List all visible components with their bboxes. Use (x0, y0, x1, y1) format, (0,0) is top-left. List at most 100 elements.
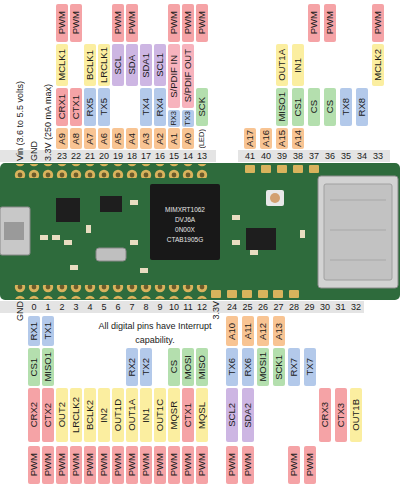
pin-number-box: 41 (240, 151, 260, 162)
pin-number-box: 38 (288, 151, 308, 162)
pin-function-box: BCLK2 (84, 388, 96, 442)
passive-components (40, 200, 305, 273)
pin-function-text: MOSI (182, 355, 194, 379)
pin-function-box: A6 (98, 128, 110, 149)
pin-function-box: MQSR (168, 388, 180, 442)
pin-function-box: S/PDIF OUT (182, 44, 194, 108)
pin-function-text: IN1 (140, 408, 152, 423)
pin-function-text: PWM (112, 11, 124, 34)
chip-marking-box: CTAB1905G (152, 233, 218, 245)
pin-function-text: OUT1B (350, 399, 362, 431)
pin-function-text: A15 (276, 130, 288, 147)
pin-function-box: SCK (196, 88, 208, 126)
pin-function-text: PWM (28, 453, 40, 476)
rotated-label-box: (LED) (196, 127, 208, 150)
pin-number-box: 36 (320, 151, 340, 162)
pin-number: 18 (127, 151, 137, 162)
pin-function-box: PWM (126, 446, 138, 484)
pin-function-text: SDA2 (242, 403, 254, 428)
small-chip (56, 198, 80, 222)
pin-function-box: PWM (70, 446, 82, 484)
pin-function-text: PWM (84, 453, 96, 476)
pin-function-text: A4 (126, 133, 138, 145)
pin-function-box: A9 (56, 128, 68, 149)
pin-function-box: CS (324, 88, 336, 126)
pin-function-box: PWM (304, 446, 316, 484)
pin-function-box: TX2 (140, 348, 152, 386)
pin-function-text: PWM (226, 453, 238, 476)
pin-function-text: CRX1 (56, 94, 68, 119)
pin-number: 33 (373, 151, 383, 162)
pin-function-text: CS (308, 100, 320, 113)
pin-function-text: A11 (242, 323, 254, 339)
pin-number: 25 (242, 302, 252, 313)
pin-function-text: RX3 (168, 111, 180, 126)
pin-function-text: PWM (182, 453, 194, 476)
pin-function-text: IN2 (98, 408, 110, 423)
pin-function-box: CTX2 (42, 388, 54, 442)
pin-number-box: 18 (122, 151, 142, 162)
pin-function-text: PWM (154, 453, 166, 476)
pin-function-text: PWM (126, 11, 138, 34)
pin-number-box: 3 (66, 301, 86, 313)
pin-number: 28 (289, 302, 299, 313)
pin-number-strip (238, 150, 390, 162)
pin-number: 21 (85, 151, 95, 162)
pin-function-text: A9 (56, 133, 68, 145)
pin-function-box: A2 (154, 128, 166, 149)
pin-function-box: TX8 (340, 88, 352, 126)
pin-function-text: IN1 (292, 58, 304, 73)
pin-function-box: MCLK1 (56, 44, 68, 86)
pin-number: 4 (87, 302, 92, 313)
pin-function-box: RX7 (288, 348, 300, 386)
pin-number-box: 16 (150, 151, 170, 162)
pin-function-text: MISO1 (42, 352, 54, 382)
pin-number: 2 (59, 302, 64, 313)
pin-number: 30 (320, 302, 330, 313)
pin-function-box: CS (168, 348, 180, 386)
pin-function-text: PWM (372, 11, 384, 34)
pin-function-box: RX3 (168, 110, 180, 127)
pin-function-box: MCLK2 (372, 44, 384, 86)
pin-number-box: 5 (94, 301, 114, 313)
pin-number-box: 22 (66, 151, 86, 162)
rotated-label: (LED) (196, 129, 208, 149)
pin-function-box: LRCLK1 (98, 44, 110, 86)
rotated-label: 3.3V (210, 301, 222, 320)
pin-function-text: PWM (182, 11, 194, 34)
pin-number-box: 25 (238, 301, 258, 313)
pin-number: 0 (31, 302, 36, 313)
pin-number-box: 32 (346, 301, 366, 313)
pin-function-text: RX1 (28, 322, 40, 340)
pin-function-text: TX8 (340, 98, 352, 115)
pin-function-box: PWM (196, 4, 208, 42)
pin-function-text: MISO (196, 355, 208, 379)
pin-number-box: 30 (315, 301, 335, 313)
pin-number: 38 (293, 151, 303, 162)
rotated-label: Vin (3.6 to 5.5 volts) (14, 81, 26, 161)
pin-function-box: PWM (182, 4, 194, 42)
pin-function-box: PWM (112, 4, 124, 42)
pin-function-box: MOSI1 (257, 348, 269, 386)
pin-function-box: A15 (276, 128, 288, 149)
pin-function-text: CS1 (292, 98, 304, 116)
pin-function-text: MQSL (196, 402, 208, 429)
rotated-label-box: GND (14, 301, 26, 334)
pin-number-box: 35 (336, 151, 356, 162)
pin-function-box: OUT1A (276, 44, 288, 86)
pin-function-text: PWM (42, 453, 54, 476)
pin-function-box: OUT1A (126, 388, 138, 442)
sd-card-ribs (330, 200, 386, 260)
pin-number: 31 (335, 302, 345, 313)
pin-number: 14 (183, 151, 193, 162)
pin-function-box: PWM (28, 446, 40, 484)
usb-connector (0, 207, 30, 255)
bottom-header-pins (13, 285, 209, 299)
sd-card-socket-inner (324, 184, 392, 280)
pin-function-text: CRX2 (28, 402, 40, 427)
pin-number: 23 (57, 151, 67, 162)
pin-function-text: CTX1 (182, 403, 194, 427)
pin-function-box: A4 (126, 128, 138, 149)
pin-function-text: SDA (126, 55, 138, 75)
pin-number: 7 (129, 302, 134, 313)
